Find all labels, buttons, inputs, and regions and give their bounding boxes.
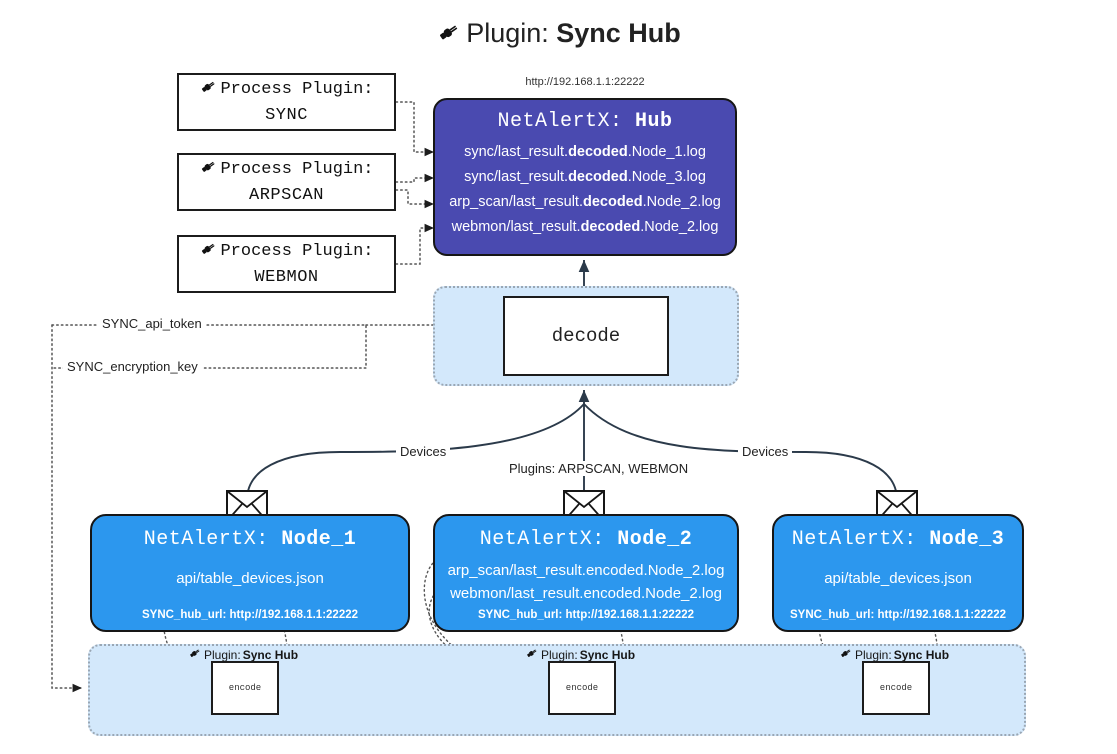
- hub-log-mid: decoded: [580, 218, 641, 235]
- process-plugin-box-arpscan[interactable]: Process Plugin: ARPSCAN: [177, 153, 396, 211]
- encode-box[interactable]: encode: [548, 661, 616, 715]
- wire-arpscan-to-hubline2: [395, 173, 435, 183]
- wire-config-to-encoders: [51, 324, 83, 693]
- node-title-name: Node_2: [617, 528, 693, 551]
- node-title: NetAlertX: Node_3: [774, 528, 1022, 551]
- hub-log-line: sync/last_result.decoded.Node_3.log: [435, 165, 735, 190]
- hub-log-mid: decoded: [568, 144, 628, 160]
- node-box-node1[interactable]: NetAlertX: Node_1 api/table_devices.json…: [90, 514, 410, 632]
- process-plugin-header: Process Plugin:: [199, 157, 374, 185]
- hub-title-name: Hub: [635, 110, 673, 133]
- wire-arpscan-to-hubline3: [395, 189, 435, 209]
- process-plugin-label: Process Plugin:: [220, 80, 374, 100]
- hub-log-pre: sync/last_result.: [464, 168, 569, 185]
- process-plugin-name: SYNC: [265, 105, 308, 125]
- node-payload-line: api/table_devices.json: [176, 570, 324, 587]
- process-plugin-header: Process Plugin:: [199, 239, 374, 267]
- encode-box[interactable]: encode: [211, 661, 279, 715]
- node-title-name: Node_1: [281, 528, 357, 551]
- edge-label-sync-encryption-key: SYNC_encryption_key: [63, 359, 202, 374]
- hub-log-pre: arp_scan/last_result.: [449, 193, 583, 210]
- node-title-name: Node_3: [929, 528, 1005, 551]
- edge-label-devices-left: Devices: [396, 444, 451, 459]
- node-title-prefix: NetAlertX:: [479, 528, 605, 551]
- plug-icon: [525, 646, 539, 663]
- node-payload-list: api/table_devices.json: [92, 567, 408, 590]
- hub-log-post: .Node_2.log: [642, 193, 721, 210]
- node-hub-url-label: SYNC_hub_url: http://192.168.1.1:22222: [477, 609, 695, 621]
- hub-log-post: .Node_2.log: [640, 218, 719, 235]
- hub-title-prefix: NetAlertX:: [497, 110, 623, 133]
- node-title: NetAlertX: Node_1: [92, 528, 408, 551]
- title-prefix: Plugin:: [466, 18, 549, 48]
- hub-log-post: .Node_1.log: [627, 144, 706, 160]
- node-payload-list: api/table_devices.json: [774, 567, 1022, 590]
- hub-url-label: http://192.168.1.1:22222: [525, 76, 645, 88]
- edge-label-plugins-center: Plugins: ARPSCAN, WEBMON: [505, 461, 693, 476]
- node-title-prefix: NetAlertX:: [143, 528, 269, 551]
- node-hub-url-label: SYNC_hub_url: http://192.168.1.1:22222: [141, 609, 359, 621]
- node-payload-line: webmon/last_result.encoded.Node_2.log: [450, 585, 722, 603]
- wire-webmon-to-hubline4: [395, 223, 435, 265]
- hub-node[interactable]: NetAlertX: Hub sync/last_result.decoded.…: [433, 98, 737, 256]
- encoder-caption-prefix: Plugin:: [855, 647, 892, 662]
- hub-log-mid: decoded: [568, 168, 628, 185]
- hub-title: NetAlertX: Hub: [435, 110, 735, 133]
- node-payload-list: arp_scan/last_result.encoded.Node_2.log …: [435, 559, 737, 606]
- encoder-caption-prefix: Plugin:: [541, 647, 578, 662]
- wire-sync-to-hubline1: [395, 101, 435, 157]
- hub-log-post: .Node_3.log: [627, 168, 706, 185]
- node-hub-url-label: SYNC_hub_url: http://192.168.1.1:22222: [789, 609, 1007, 621]
- encode-box[interactable]: encode: [862, 661, 930, 715]
- hub-log-pre: sync/last_result.: [464, 144, 569, 160]
- plug-icon: [199, 239, 218, 267]
- encoder-caption-name: Sync Hub: [893, 647, 950, 662]
- plug-icon: [839, 646, 853, 663]
- node-title: NetAlertX: Node_2: [435, 528, 737, 551]
- edge-label-sync-api-token: SYNC_api_token: [98, 316, 206, 331]
- plug-icon: [199, 157, 218, 185]
- encoder-caption: Plugin: Sync Hub: [525, 646, 635, 663]
- plug-icon: [199, 77, 218, 105]
- title-name: Sync Hub: [556, 18, 681, 48]
- hub-log-pre: webmon/last_result.: [451, 218, 581, 235]
- decode-box[interactable]: decode: [503, 296, 669, 376]
- process-plugin-name: ARPSCAN: [249, 185, 324, 205]
- process-plugin-label: Process Plugin:: [220, 160, 374, 180]
- plug-icon: [436, 19, 462, 52]
- hub-log-mid: decoded: [582, 193, 643, 210]
- process-plugin-box-sync[interactable]: Process Plugin: SYNC: [177, 73, 396, 131]
- process-plugin-name: WEBMON: [254, 267, 319, 287]
- encoder-caption: Plugin: Sync Hub: [188, 646, 298, 663]
- encoder-caption-name: Sync Hub: [579, 647, 636, 662]
- hub-log-line: arp_scan/last_result.decoded.Node_2.log: [435, 190, 735, 215]
- node-box-node2[interactable]: NetAlertX: Node_2 arp_scan/last_result.e…: [433, 514, 739, 632]
- process-plugin-label: Process Plugin:: [220, 242, 374, 262]
- page-title: Plugin: Sync Hub: [0, 18, 1117, 52]
- edge-label-devices-right: Devices: [738, 444, 793, 459]
- node-payload-line: api/table_devices.json: [824, 570, 972, 587]
- encoder-caption-name: Sync Hub: [242, 647, 299, 662]
- encoder-caption-prefix: Plugin:: [204, 647, 241, 662]
- node-title-prefix: NetAlertX:: [791, 528, 917, 551]
- encoder-caption: Plugin: Sync Hub: [839, 646, 949, 663]
- node-box-node3[interactable]: NetAlertX: Node_3 api/table_devices.json…: [772, 514, 1024, 632]
- node-payload-line: arp_scan/last_result.encoded.Node_2.log: [447, 562, 725, 579]
- plug-icon: [188, 646, 202, 663]
- process-plugin-header: Process Plugin:: [199, 77, 374, 105]
- hub-log-line: sync/last_result.decoded.Node_1.log: [435, 140, 735, 165]
- process-plugin-box-webmon[interactable]: Process Plugin: WEBMON: [177, 235, 396, 293]
- hub-log-line: webmon/last_result.decoded.Node_2.log: [435, 215, 735, 240]
